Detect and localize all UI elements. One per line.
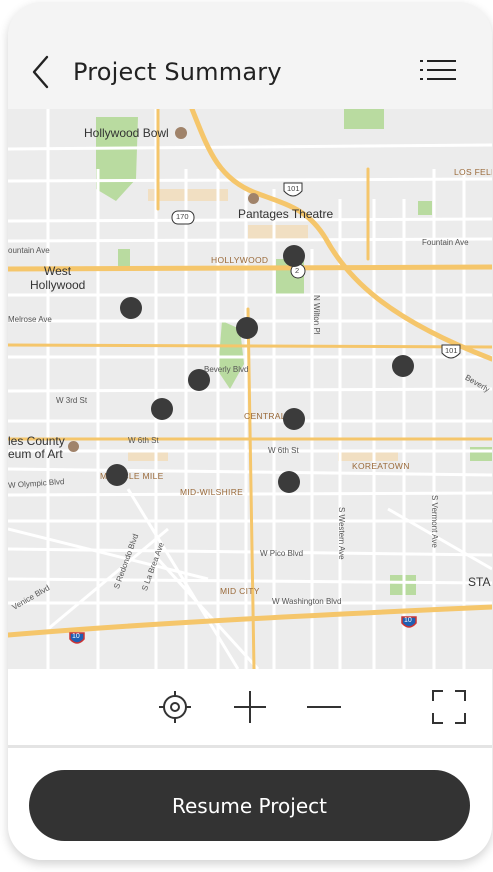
map-label: W Washington Blvd (272, 597, 342, 606)
hamburger-menu-icon[interactable] (420, 58, 456, 88)
map-label: W Pico Blvd (260, 549, 304, 558)
highway-shield-10: 10 (72, 633, 80, 640)
map-label: LOS FELIZ (454, 167, 492, 177)
map-label: S Vermont Ave (430, 495, 439, 548)
map-pin[interactable] (120, 297, 142, 319)
map-label: les County (8, 434, 65, 448)
museum-icon (68, 441, 79, 452)
map-label: Beverly Blvd (204, 365, 249, 374)
map-pin[interactable] (106, 464, 128, 486)
map-pin[interactable] (392, 355, 414, 377)
map-view[interactable]: Hollywood Bowl Pantages Theatre HOLLYWOO… (8, 109, 492, 669)
crosshair-icon[interactable] (157, 689, 193, 725)
map-controls (8, 669, 492, 747)
map-pin[interactable] (151, 398, 173, 420)
highway-shield-101: 101 (445, 346, 458, 355)
map-pin[interactable] (188, 369, 210, 391)
divider (8, 745, 492, 748)
map-label: Fountain Ave (422, 238, 469, 247)
highway-shield-170: 170 (176, 212, 189, 221)
landmark-icon (248, 193, 259, 204)
map-label: S Western Ave (337, 507, 346, 560)
map-pin[interactable] (283, 408, 305, 430)
highway-shield-10: 10 (404, 617, 412, 624)
map-label: CENTRAL (244, 411, 286, 421)
map-background (8, 109, 492, 669)
map-label: W 6th St (128, 436, 159, 445)
resume-project-button[interactable]: Resume Project (29, 770, 470, 841)
highway-shield-2: 2 (295, 266, 300, 275)
map-pin[interactable] (236, 317, 258, 339)
map-label: MID-WILSHIRE (180, 487, 244, 497)
map-label: Hollywood (30, 278, 86, 292)
minus-icon[interactable] (306, 689, 342, 725)
map-label: W 6th St (268, 446, 299, 455)
map-label: STA (468, 575, 491, 589)
highway-shield-101: 101 (287, 184, 300, 193)
map-label: N Wilton Pl (312, 295, 321, 335)
chevron-left-icon[interactable] (30, 54, 52, 90)
map-label: MIRACLE MILE (100, 471, 164, 481)
map-label: Hollywood Bowl (84, 126, 169, 140)
phone-frame: Project Summary (8, 2, 492, 860)
map-label: MID CITY (220, 586, 260, 596)
app-header: Project Summary (8, 2, 492, 109)
map-label: Pantages Theatre (238, 207, 334, 221)
plus-icon[interactable] (232, 689, 268, 725)
map-label: ountain Ave (8, 246, 50, 255)
map-label: KOREATOWN (352, 461, 410, 471)
map-label: West (44, 264, 72, 278)
map-label: W 3rd St (56, 396, 88, 405)
map-label: HOLLYWOOD (211, 255, 269, 265)
page-title: Project Summary (73, 58, 282, 86)
map-label: eum of Art (8, 447, 63, 461)
landmark-icon (175, 127, 187, 139)
map-pin[interactable] (283, 245, 305, 267)
map-pin[interactable] (278, 471, 300, 493)
footer: Resume Project (8, 748, 492, 860)
map-label: Melrose Ave (8, 315, 52, 324)
fullscreen-icon[interactable] (431, 689, 467, 725)
